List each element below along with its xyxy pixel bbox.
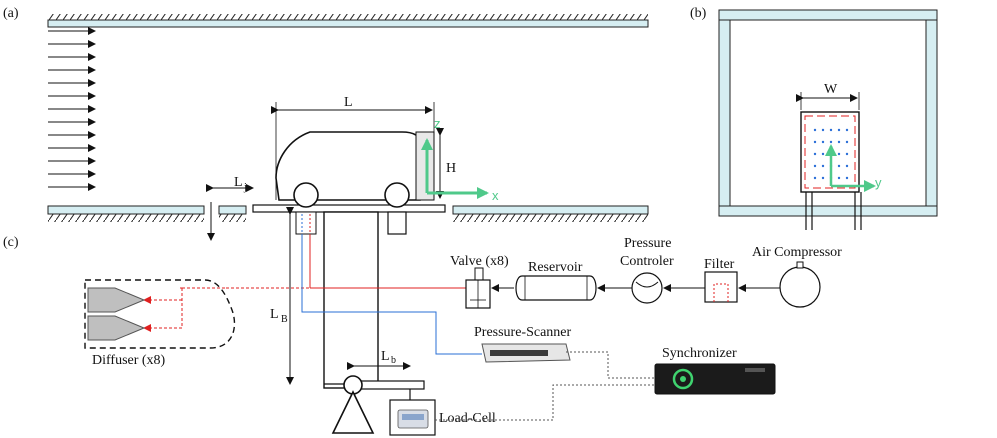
svg-text:H: H <box>446 161 456 176</box>
air-compressor: Air Compressor <box>752 245 842 308</box>
svg-text:Pressure-Scanner: Pressure-Scanner <box>474 325 572 340</box>
svg-text:L: L <box>344 95 353 110</box>
svg-text:W: W <box>824 82 838 97</box>
diffuser-group: Diffuser (x8) <box>84 279 236 368</box>
filter: Filter <box>704 257 738 303</box>
svg-text:x: x <box>492 188 499 203</box>
pressure-line-red <box>143 234 473 332</box>
inflow-arrows <box>48 27 96 191</box>
svg-text:b: b <box>391 355 396 366</box>
balance-plate <box>252 204 446 213</box>
synchronizer: Synchronizer <box>654 346 776 395</box>
scanner-line-blue <box>301 234 482 355</box>
svg-text:L: L <box>234 175 243 190</box>
svg-text:Pressure: Pressure <box>624 236 671 251</box>
svg-text:Reservoir: Reservoir <box>528 260 583 275</box>
tunnel-top-wall <box>47 14 649 28</box>
load-cell: Load-Cell <box>389 399 496 436</box>
svg-text:Load-Cell: Load-Cell <box>439 411 496 426</box>
panel-label-b: (b) <box>690 6 707 21</box>
axes-b: y <box>825 144 882 192</box>
svg-text:y: y <box>875 175 882 190</box>
dimension-lb-small: L b <box>347 349 411 370</box>
panel-label-c: (c) <box>3 235 19 250</box>
axes-a: x z <box>421 116 499 203</box>
dimension-lj: L j <box>206 175 254 193</box>
svg-text:Synchronizer: Synchronizer <box>662 346 737 361</box>
svg-text:L: L <box>270 307 279 322</box>
svg-text:Filter: Filter <box>704 257 735 272</box>
signal-lines <box>435 351 655 421</box>
sting-column <box>295 211 379 389</box>
svg-text:Diffuser (x8): Diffuser (x8) <box>92 353 166 368</box>
cross-section-frame <box>718 9 938 217</box>
pressure-scanner: Pressure-Scanner <box>474 325 572 363</box>
dimension-l: L <box>271 95 435 200</box>
svg-text:B: B <box>281 314 288 325</box>
dimension-w: W <box>796 82 860 110</box>
valve: Valve (x8) <box>450 254 509 309</box>
svg-text:j: j <box>243 182 247 193</box>
dimension-lb-big: L B <box>270 207 294 385</box>
dimension-h: H <box>436 128 456 199</box>
tunnel-floor <box>47 205 649 222</box>
svg-text:Air Compressor: Air Compressor <box>752 245 842 260</box>
pressure-controller: Pressure Controler <box>620 236 674 304</box>
svg-text:L: L <box>381 349 390 364</box>
svg-text:Controler: Controler <box>620 254 674 269</box>
reservoir: Reservoir <box>515 260 597 301</box>
svg-text:Valve (x8): Valve (x8) <box>450 254 509 269</box>
panel-label-a: (a) <box>3 6 19 21</box>
balance-pivot <box>324 375 425 434</box>
svg-text:z: z <box>434 116 441 131</box>
